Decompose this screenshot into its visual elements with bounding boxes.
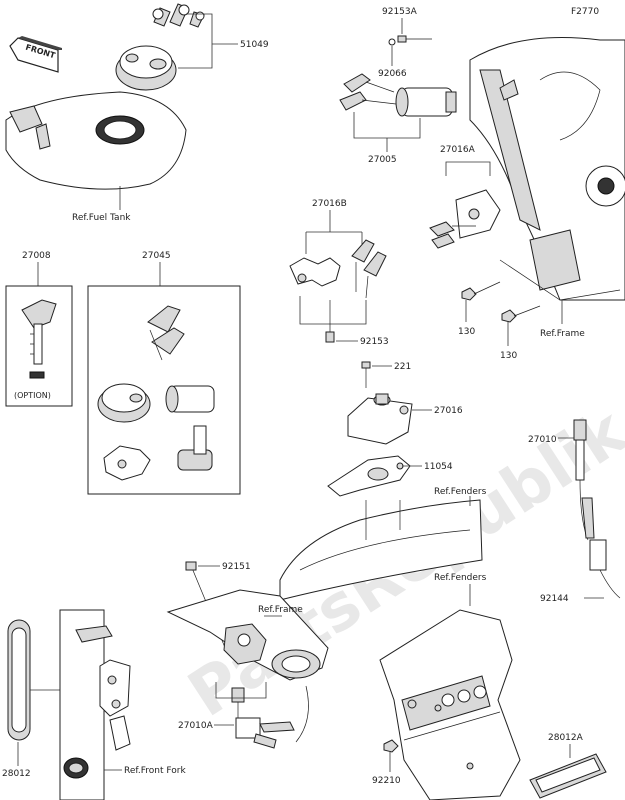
fuel-tank [5, 91, 187, 190]
part-27005: 27005 [368, 155, 397, 165]
rear-fender-upper [279, 499, 483, 601]
leader-51049 [178, 13, 213, 69]
ref-frame-lower: Ref.Frame [258, 605, 303, 615]
part-27016: 27016 [434, 406, 463, 416]
screw-92153A [397, 35, 432, 43]
ref-fenders-lower: Ref.Fenders [434, 573, 487, 583]
set-bracket [103, 445, 151, 481]
rear-fender-lower [379, 609, 521, 800]
ref-front-fork: Ref.Front Fork [124, 766, 186, 776]
part-92151: 92151 [222, 562, 251, 572]
part-27045: 27045 [142, 251, 171, 261]
ref-fenders-upper: Ref.Fenders [434, 487, 487, 497]
part-27008: 27008 [22, 251, 51, 261]
ignition-keys-27005 [339, 73, 397, 111]
set-fuel-cap [97, 383, 151, 423]
part-28012A: 28012A [548, 733, 584, 743]
screw-92153 [325, 300, 335, 343]
option-tag [29, 371, 45, 379]
bolt-130-a [461, 281, 501, 301]
screw-221 [361, 361, 371, 388]
bracket-27016B [289, 257, 341, 287]
frame-lower [166, 589, 329, 743]
part-130-a: 130 [458, 327, 475, 337]
leader-27010A [215, 682, 267, 699]
set-switch [177, 425, 213, 471]
option-label: (OPTION) [14, 391, 51, 400]
part-51049: 51049 [240, 40, 269, 50]
part-130-b: 130 [500, 351, 517, 361]
frame-assembly [469, 37, 625, 301]
bracket-11054 [327, 455, 411, 497]
part-27010A: 27010A [178, 721, 214, 731]
part-92066: 92066 [378, 69, 407, 79]
washer-92066 [388, 38, 396, 46]
front-arrow-icon: FRONT [9, 36, 62, 73]
part-28012: 28012 [2, 769, 31, 779]
part-221: 221 [394, 362, 411, 372]
switch-27010A [231, 687, 295, 749]
part-27016A: 27016A [440, 145, 476, 155]
part-92144: 92144 [540, 594, 569, 604]
front-fork [59, 609, 131, 800]
bolt-130-b [501, 305, 541, 323]
nut-92210 [383, 739, 399, 753]
reflector-28012 [7, 619, 31, 741]
fuel-cap [115, 45, 177, 91]
part-11054: 11054 [424, 462, 453, 472]
ignition-cylinder-27005 [395, 87, 457, 117]
part-27016B: 27016B [312, 199, 347, 209]
diagram-code: F2770 [571, 7, 599, 17]
fuel-cap-keys [152, 3, 205, 28]
part-27010: 27010 [528, 435, 557, 445]
keys-27016B [351, 239, 387, 299]
part-92210: 92210 [372, 776, 401, 786]
ref-frame-right: Ref.Frame [540, 329, 585, 339]
set-keys [147, 305, 185, 361]
ref-fuel-tank: Ref.Fuel Tank [72, 213, 131, 223]
bracket-27016 [347, 393, 413, 445]
set-ignition-cylinder [165, 385, 215, 413]
switch-27010 [573, 419, 621, 599]
bracket-27016A [429, 189, 501, 249]
part-92153A: 92153A [382, 7, 418, 17]
reflector-28012A [529, 753, 607, 799]
option-key [21, 299, 57, 365]
part-92153: 92153 [360, 337, 389, 347]
